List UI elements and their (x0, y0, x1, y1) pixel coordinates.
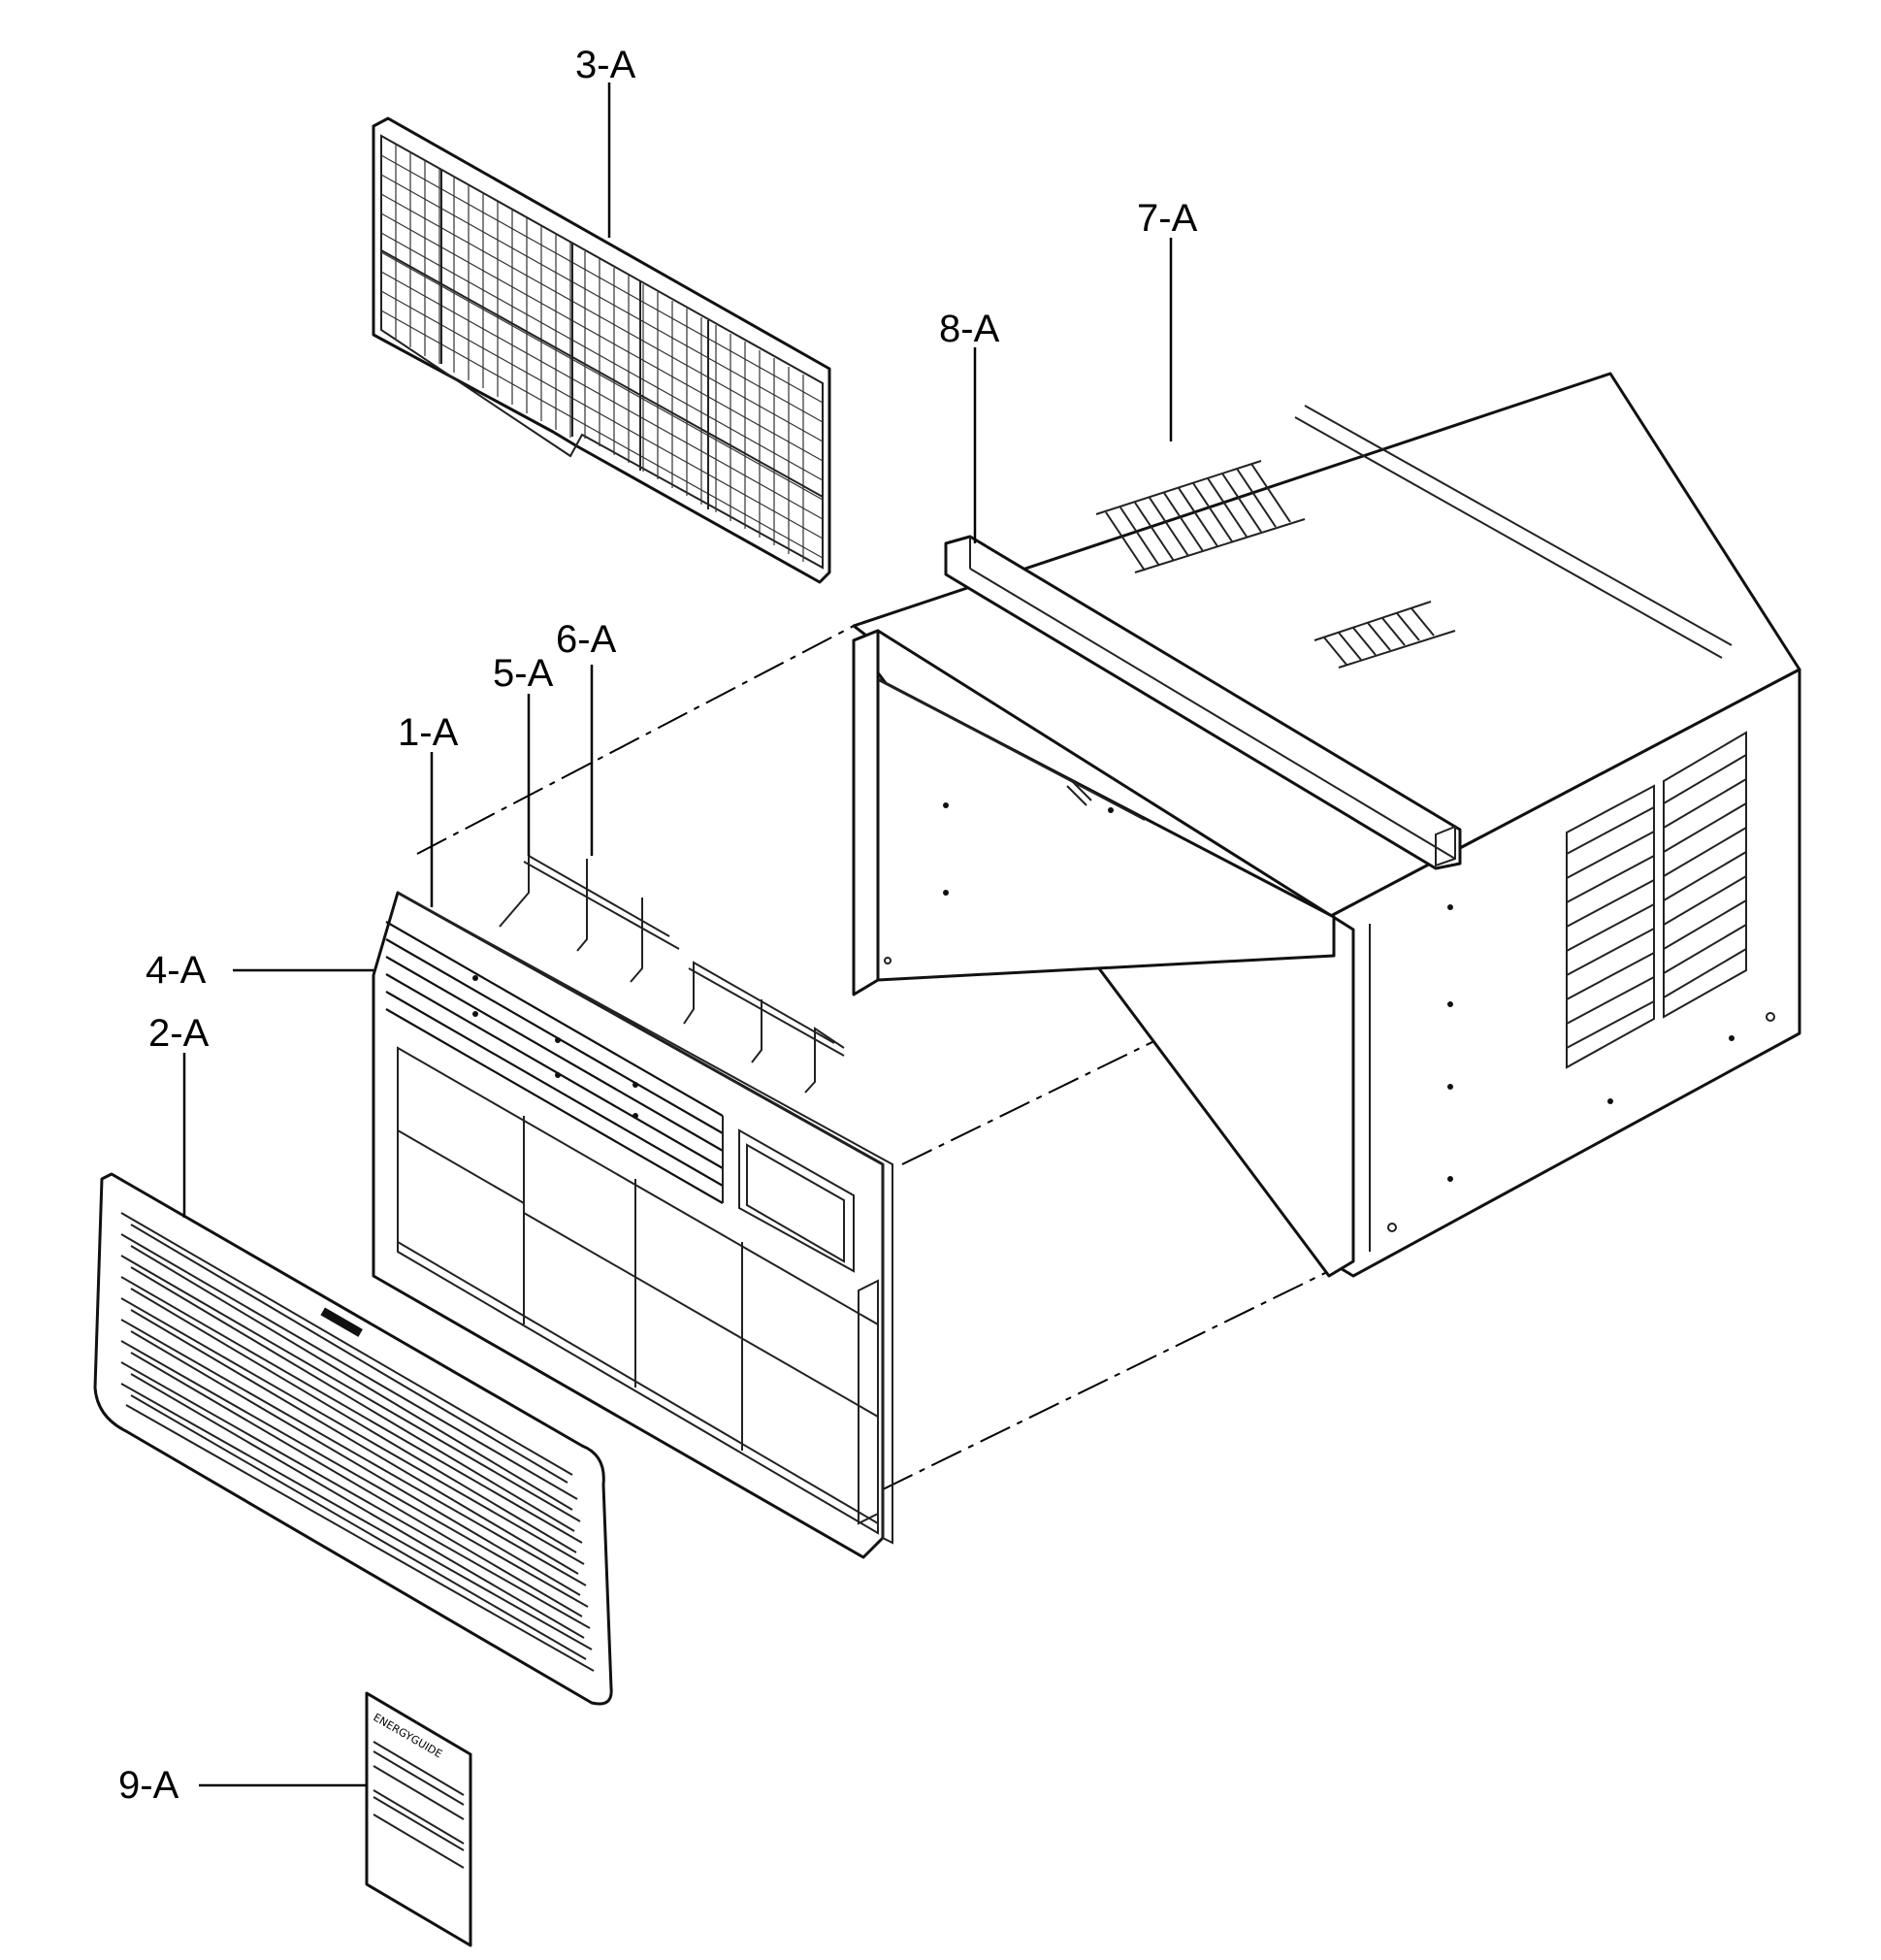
label-3a: 3-A (575, 44, 636, 86)
side-vent-left (1566, 784, 1655, 1069)
label-1a: 1-A (398, 711, 459, 754)
label-6a: 6-A (556, 618, 617, 661)
top-vent-front (1313, 601, 1456, 669)
leader-lines (182, 82, 1173, 1787)
brand-badge (320, 1307, 363, 1337)
front-frame-1a (372, 891, 893, 1559)
label-9a: 9-A (118, 1764, 179, 1807)
bracket-set-right (683, 961, 845, 1094)
label-7a: 7-A (1137, 197, 1198, 240)
energy-guide-label-9a: ENERGYGUIDE (365, 1691, 472, 1947)
label-8a: 8-A (939, 308, 1000, 350)
front-grille-2a (93, 1172, 613, 1706)
label-5a: 5-A (493, 652, 554, 695)
label-2a: 2-A (148, 1012, 210, 1055)
filter-3a (372, 116, 831, 584)
callout-labels: 3-A 7-A 8-A 6-A 5-A 1-A 4-A 2-A 9-A (118, 44, 1198, 1807)
top-vent-rear (1095, 460, 1306, 573)
louver-bank-4a (385, 921, 724, 1204)
cabinet-7a (852, 372, 1801, 1278)
bracket-set-left (499, 854, 680, 983)
top-rail-8a (944, 535, 1462, 870)
label-4a: 4-A (146, 949, 207, 992)
side-vent-right (1663, 731, 1747, 1019)
